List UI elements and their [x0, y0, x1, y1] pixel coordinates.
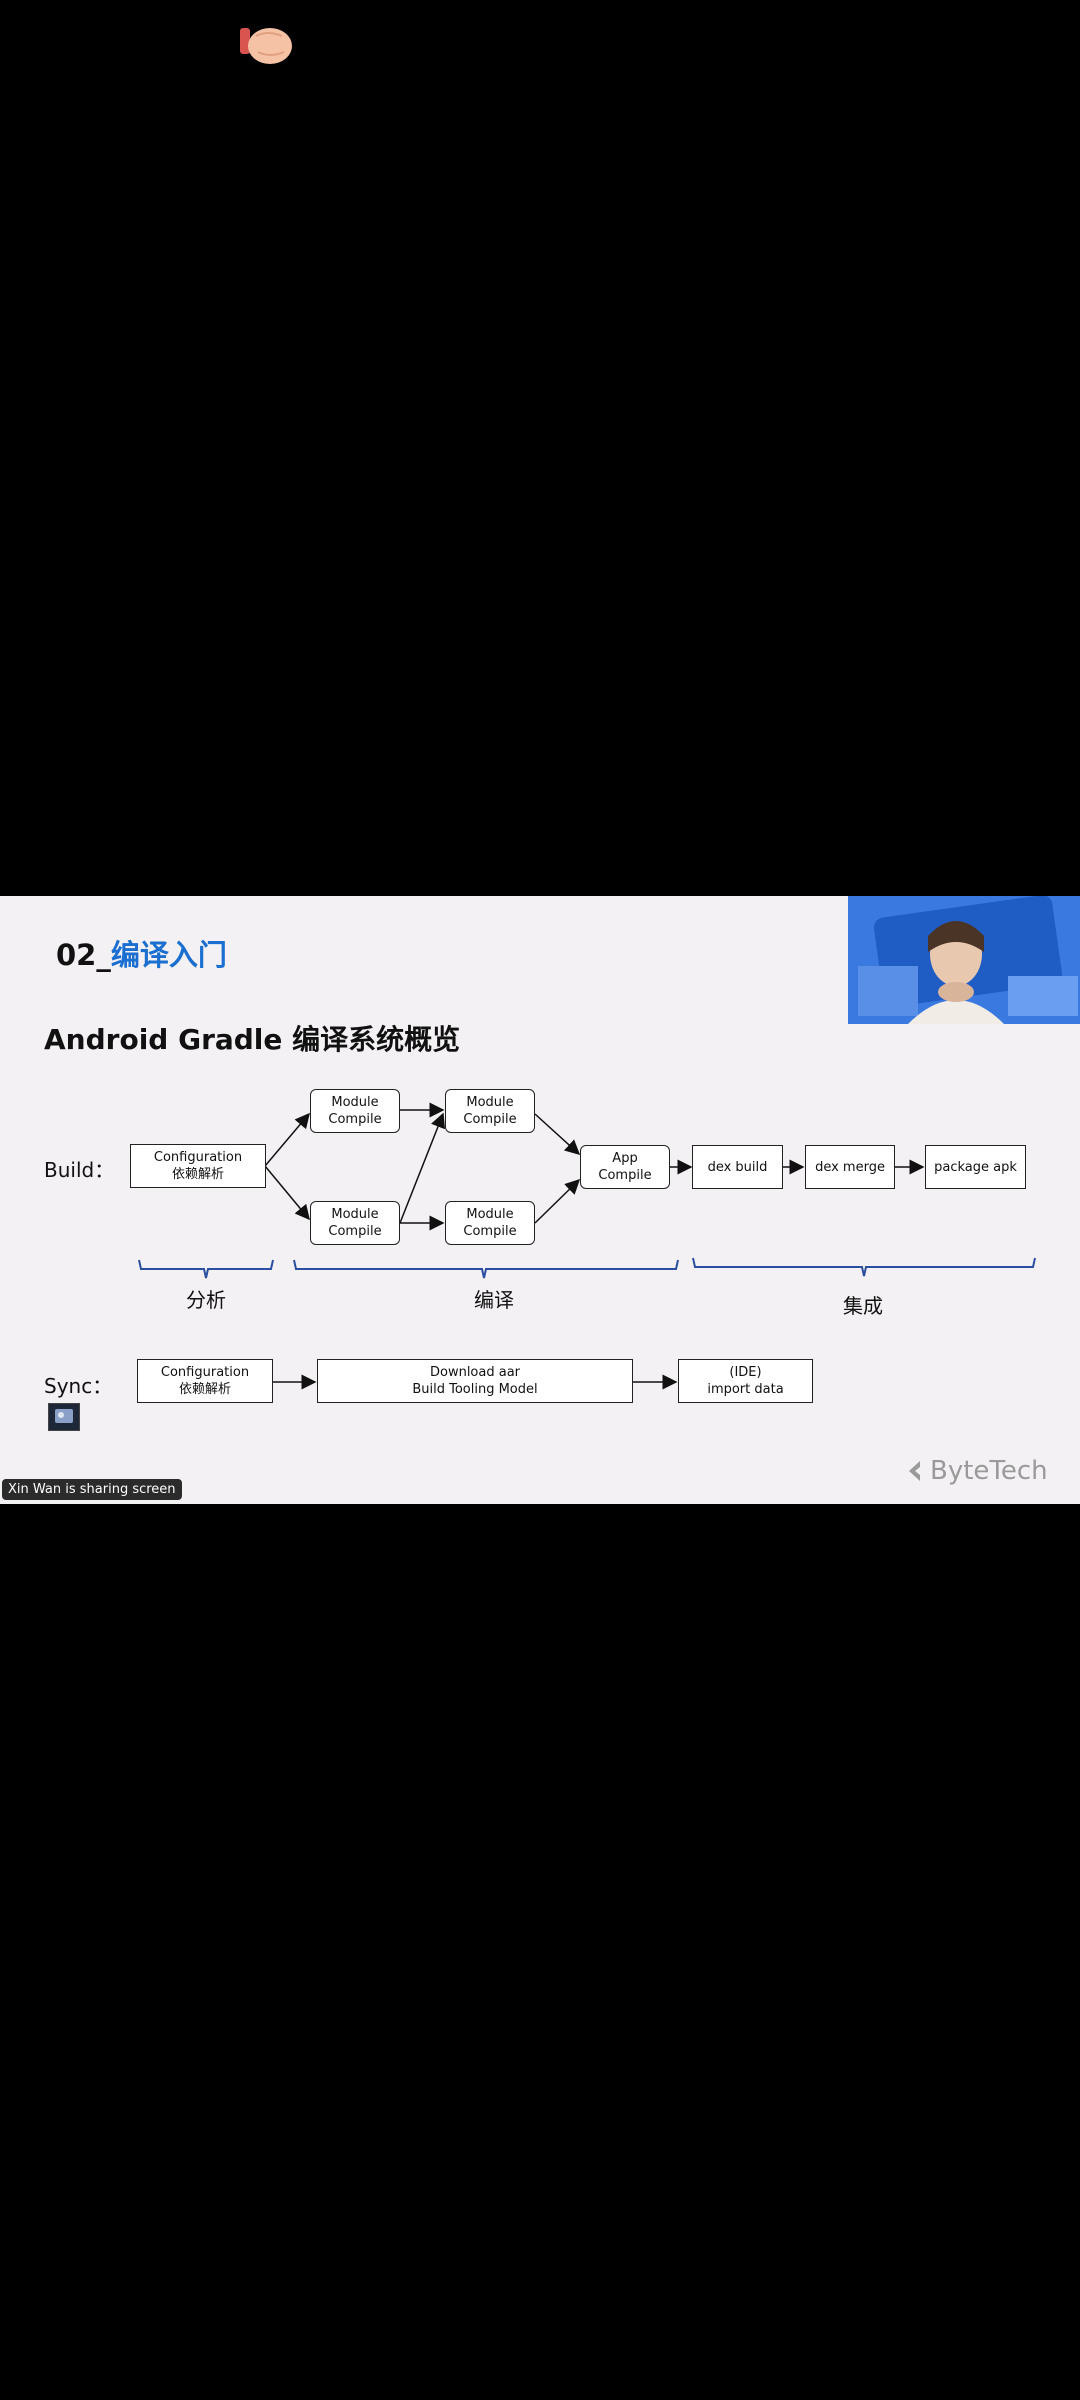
section-number: 02_: [56, 938, 111, 972]
module-compile-node: Module Compile: [310, 1089, 400, 1133]
module-compile-node: Module Compile: [445, 1201, 535, 1245]
node-text: dex merge: [815, 1159, 885, 1175]
node-text: Module: [331, 1095, 379, 1110]
sync-configuration-node: Configuration 依赖解析: [137, 1359, 273, 1403]
node-text: Build Tooling Model: [412, 1382, 538, 1397]
module-compile-node: Module Compile: [310, 1201, 400, 1245]
dex-build-node: dex build: [692, 1145, 783, 1189]
node-text: 依赖解析: [171, 1167, 224, 1182]
node-text: Configuration: [153, 1150, 243, 1165]
node-text: App: [612, 1151, 638, 1166]
shared-slide: 02_编译入门 Android Gradle 编译系统概览: [0, 896, 1080, 1504]
node-text: dex build: [707, 1159, 768, 1175]
package-apk-node: package apk: [925, 1145, 1026, 1189]
brand-logo: ByteTech: [906, 1456, 1048, 1486]
node-text: import data: [707, 1382, 784, 1397]
flow-arrows: [138, 1102, 1036, 1390]
ide-import-node: (IDE) import data: [678, 1359, 813, 1403]
node-text: 依赖解析: [178, 1382, 231, 1397]
screen-share-toast: Xin Wan is sharing screen: [2, 1479, 182, 1500]
node-text: Download aar: [429, 1365, 521, 1380]
brand-name: ByteTech: [930, 1456, 1048, 1486]
node-text: Compile: [463, 1112, 517, 1127]
download-aar-node: Download aar Build Tooling Model: [317, 1359, 633, 1403]
node-text: Module: [331, 1207, 379, 1222]
section-title: 编译入门: [110, 938, 227, 972]
node-text: package apk: [934, 1159, 1017, 1175]
sync-label: Sync：: [44, 1374, 113, 1398]
app-compile-node: App Compile: [580, 1145, 670, 1189]
node-text: Configuration: [160, 1365, 250, 1380]
build-label: Build：: [44, 1158, 115, 1182]
presenter-webcam-icon[interactable]: [848, 896, 1080, 1024]
node-text: (IDE): [729, 1365, 762, 1380]
build-configuration-node: Configuration 依赖解析: [130, 1144, 266, 1188]
section-heading: 02_编译入门: [56, 932, 227, 974]
group-label-analysis: 分析: [186, 1288, 226, 1312]
node-text: Module: [466, 1207, 514, 1222]
bytetech-logo-icon: [909, 1461, 920, 1481]
node-text: Compile: [463, 1224, 517, 1239]
node-text: Compile: [328, 1224, 382, 1239]
module-compile-node: Module Compile: [445, 1089, 535, 1133]
hand-emoji-icon: [240, 28, 292, 64]
node-text: Module: [466, 1095, 514, 1110]
slide-title: Android Gradle 编译系统概览: [44, 1023, 461, 1056]
node-text: Compile: [328, 1112, 382, 1127]
group-label-compile: 编译: [474, 1288, 514, 1312]
dex-merge-node: dex merge: [805, 1145, 895, 1189]
participant-avatar-icon[interactable]: [48, 1403, 80, 1431]
node-text: Compile: [598, 1168, 652, 1183]
group-label-integrate: 集成: [843, 1294, 883, 1318]
